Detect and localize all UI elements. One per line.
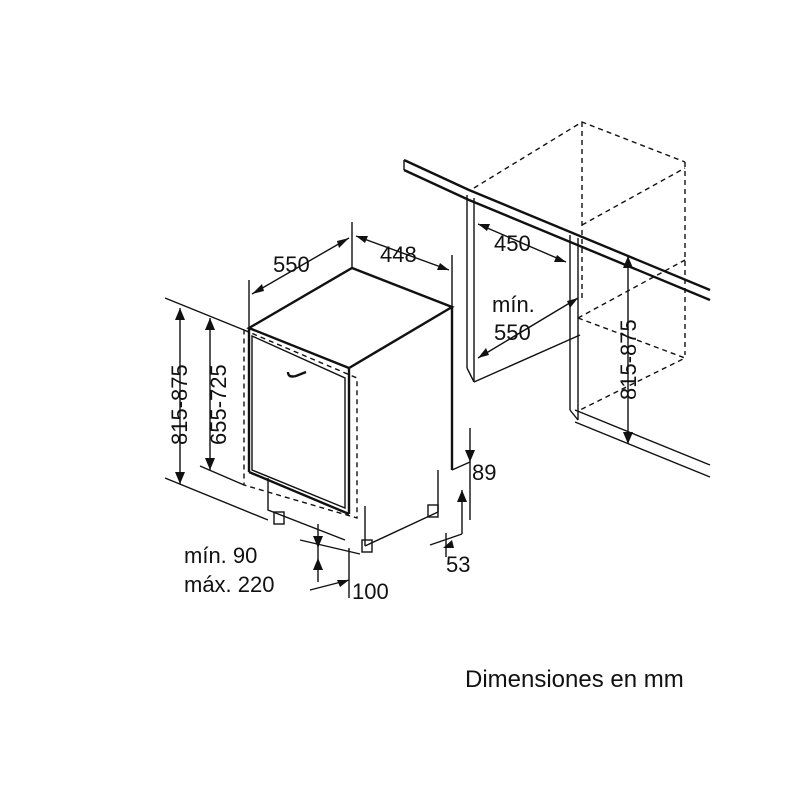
foot-icon (361, 539, 373, 553)
label-height-815-875-right: 815-875 (616, 319, 641, 400)
dishwasher-body (243, 266, 455, 553)
dimension-plinth-min-max (299, 524, 361, 582)
door-handle-icon (286, 370, 307, 378)
label-width-448: 448 (380, 242, 417, 267)
dimension-niche-width-450 (477, 223, 567, 263)
units-caption: Dimensiones en mm (465, 666, 684, 693)
label-foot-53: 53 (446, 552, 470, 577)
dimension-height-815-875-left (164, 297, 269, 521)
niche-dashed-outline (473, 121, 687, 411)
dimension-niche-depth-550 (477, 297, 579, 359)
dimension-width-448 (355, 235, 453, 307)
foot-icon (273, 511, 285, 525)
label-height-815-875-left: 815-875 (167, 364, 192, 445)
label-niche-depth-550: 550 (494, 320, 531, 345)
label-plinth-min-90: mín. 90 (184, 543, 257, 568)
label-door-height-655-725: 655-725 (206, 364, 231, 445)
label-depth-550: 550 (273, 252, 310, 277)
countertop (403, 158, 711, 302)
foot-icon (427, 504, 439, 518)
dimension-plinth-depth-100 (309, 548, 350, 598)
dimension-depth-550 (248, 222, 353, 328)
niche-cabinet-sides (466, 195, 711, 478)
label-niche-width-450: 450 (494, 231, 531, 256)
dimension-foot-53 (429, 533, 463, 557)
label-niche-depth-min: mín. (492, 292, 535, 317)
dimension-door-height-655-725 (199, 318, 245, 486)
dimension-plinth-89 (451, 428, 475, 534)
label-plinth-depth-100: 100 (352, 579, 389, 604)
label-plinth-89: 89 (472, 460, 496, 485)
label-plinth-max-220: máx. 220 (184, 572, 275, 597)
dimension-height-815-875-right (623, 256, 633, 444)
